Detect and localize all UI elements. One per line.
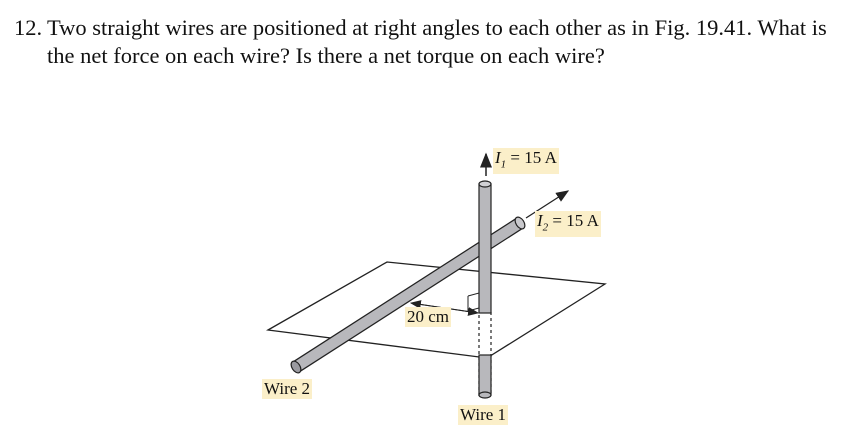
question-body: Two straight wires are positioned at rig… [47, 15, 827, 68]
distance-label: 20 cm [405, 307, 452, 327]
wire-2-label: Wire 2 [262, 379, 313, 399]
wire-1 [478, 311, 492, 399]
wire-1-upper [478, 180, 492, 314]
wire-1-label: Wire 1 [458, 405, 509, 425]
current-1-label: I1 = 15 A [493, 148, 559, 175]
current-2-arrow [525, 190, 570, 219]
question-text: 12. Two straight wires are positioned at… [14, 14, 834, 70]
question-number: 12. [14, 15, 43, 40]
current-2-label: I2 = 15 A [535, 211, 601, 238]
